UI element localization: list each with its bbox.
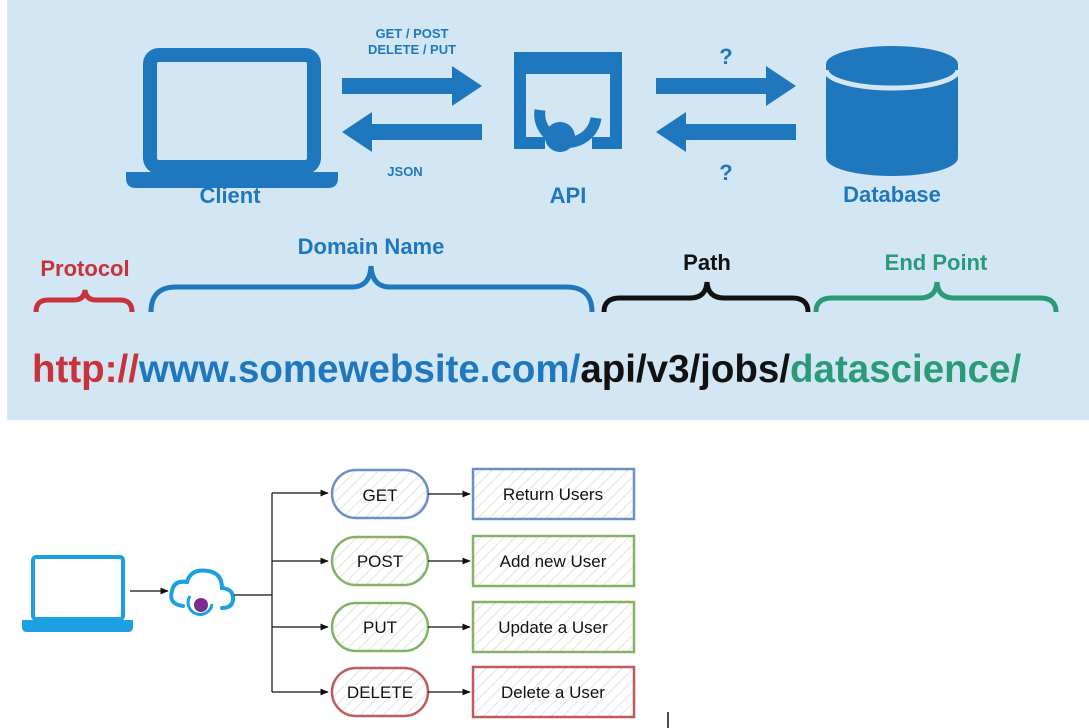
database-icon	[823, 46, 961, 176]
client-label: Client	[199, 183, 261, 208]
post-action-label: Add new User	[500, 552, 607, 571]
get-method-label: GET	[363, 486, 398, 505]
db-response-arrow	[656, 112, 796, 152]
put-method-label: PUT	[363, 618, 397, 637]
db-request-arrow	[656, 66, 796, 106]
branch-connectors	[234, 489, 329, 696]
api-icon	[514, 52, 622, 152]
put-row: PUT Update a User	[330, 600, 636, 654]
get-action-label: Return Users	[503, 485, 603, 504]
protocol-label: Protocol	[40, 256, 129, 281]
json-response-arrow	[342, 112, 482, 152]
db-response-question: ?	[719, 160, 732, 185]
delete-method-label: DELETE	[347, 683, 413, 702]
url-string: http://www.somewebsite.com/api/v3/jobs/d…	[32, 348, 1021, 391]
url-path: api/v3/jobs/	[580, 348, 790, 391]
api-label: API	[550, 183, 587, 208]
domain-name-label: Domain Name	[298, 234, 445, 259]
domain-brace	[148, 265, 595, 313]
get-action-box	[471, 467, 636, 521]
delete-row: DELETE Delete a User	[330, 665, 636, 719]
delete-action-box	[471, 665, 636, 719]
protocol-brace	[33, 289, 135, 313]
request-methods-line-1: GET / POST	[376, 26, 449, 41]
json-response-label: JSON	[387, 164, 422, 179]
url-domain: www.somewebsite.com/	[138, 348, 581, 391]
get-row: GET Return Users	[330, 467, 636, 521]
path-brace	[601, 281, 811, 313]
endpoint-label: End Point	[885, 250, 988, 275]
delete-action-label: Delete a User	[501, 683, 605, 702]
post-row: POST Add new User	[330, 534, 636, 588]
db-request-question: ?	[719, 44, 732, 69]
database-label: Database	[843, 182, 941, 207]
laptop-icon	[126, 48, 338, 188]
put-action-label: Update a User	[498, 618, 608, 637]
post-action-box	[471, 534, 636, 588]
endpoint-brace	[813, 281, 1059, 313]
url-protocol: http://	[32, 348, 139, 391]
url-endpoint: datascience/	[790, 348, 1021, 391]
path-label: Path	[683, 250, 731, 275]
request-methods-line-2: DELETE / PUT	[368, 42, 456, 57]
cloud-api-icon	[169, 568, 236, 616]
post-method-label: POST	[357, 552, 403, 571]
put-action-box	[471, 600, 636, 654]
laptop-icon-small	[22, 555, 133, 632]
request-arrow	[342, 66, 482, 106]
